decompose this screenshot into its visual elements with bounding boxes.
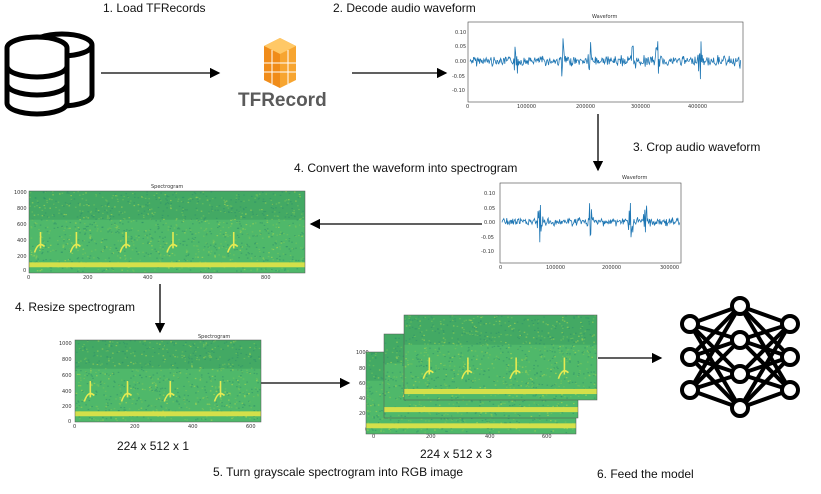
wave2-xtick-2: 200000: [602, 265, 622, 271]
wave1-xtick-0: 0: [466, 104, 470, 110]
dims-gray-label: 224 x 512 x 1: [117, 439, 190, 453]
nn-node: [730, 330, 750, 350]
spectrogram-plot-2: Spectrogram 1000 800 600 400 200 0 0 200…: [56, 330, 266, 430]
wave2-xtick-0: 0: [499, 265, 503, 271]
spec1-ytick-0: 1000: [14, 190, 27, 196]
tfrecord-logo-text: TFRecord: [238, 90, 327, 111]
rgb-ytick-5: 0: [365, 427, 369, 433]
spec2-ytick-4: 200: [62, 404, 72, 410]
wave1-xtick-1: 100000: [517, 104, 537, 110]
wave1-ytick-4: -0.10: [452, 88, 465, 94]
rgb-stack: 1000 800 600 400 200 0 0 200 400 600: [352, 310, 602, 445]
rgb-xtick-1: 200: [426, 434, 436, 440]
wave2-ytick-2: 0.00: [484, 220, 496, 226]
wave2-xtick-1: 100000: [546, 265, 566, 271]
rgb-xtick-0: 0: [372, 434, 376, 440]
rgb-ytick-0: 1000: [356, 350, 369, 356]
spec1-title: Spectrogram: [151, 184, 184, 190]
spec1-ytick-3: 400: [17, 238, 27, 244]
nn-node: [730, 398, 750, 418]
nn-node: [780, 380, 800, 400]
nn-node: [680, 347, 700, 367]
spec2-ytick-2: 600: [62, 373, 72, 379]
wave1-xtick-3: 300000: [631, 104, 651, 110]
wave1-xtick-2: 200000: [576, 104, 596, 110]
wave1-ytick-3: -0.05: [452, 74, 465, 80]
spec1-xtick-1: 200: [83, 275, 93, 281]
step-1-label: 1. Load TFRecords: [103, 1, 206, 15]
spec2-xtick-2: 400: [188, 424, 198, 430]
spec2-ytick-0: 1000: [59, 341, 72, 347]
step-6-label: 6. Feed the model: [597, 467, 694, 481]
spec2-xtick-1: 200: [130, 424, 140, 430]
spec2-ytick-3: 400: [62, 389, 72, 395]
rgb-ytick-2: 600: [359, 381, 369, 387]
spec2-xtick-3: 600: [246, 424, 256, 430]
step-4b-label: 4. Resize spectrogram: [15, 300, 136, 314]
step-4-label: 4. Convert the waveform into spectrogram: [294, 161, 518, 175]
spec1-ytick-5: 0: [23, 268, 27, 274]
spec2-ytick-5: 0: [68, 419, 72, 425]
rgb-ytick-1: 800: [359, 366, 369, 372]
waveform-2-title: Waveform: [622, 175, 648, 181]
wave1-xtick-4: 400000: [688, 104, 708, 110]
wave2-ytick-3: -0.05: [481, 235, 494, 241]
nn-node: [680, 380, 700, 400]
spec1-xtick-4: 800: [261, 275, 271, 281]
nn-node: [780, 347, 800, 367]
wave1-ytick-1: 0.05: [455, 44, 467, 50]
spec1-ytick-2: 600: [17, 222, 27, 228]
wave2-ytick-4: -0.10: [481, 249, 494, 255]
spec1-xtick-2: 400: [143, 275, 153, 281]
spec2-xtick-0: 0: [73, 424, 77, 430]
spec2-title: Spectrogram: [198, 334, 231, 340]
step-5-label: 5. Turn grayscale spectrogram into RGB i…: [213, 465, 464, 479]
wave1-ytick-0: 0.10: [455, 30, 467, 36]
step-2-label: 2. Decode audio waveform: [333, 1, 476, 15]
nn-node: [730, 364, 750, 384]
wave2-xtick-3: 300000: [660, 265, 680, 271]
dims-rgb-label: 224 x 512 x 3: [420, 447, 493, 461]
waveform-1-title: Waveform: [592, 14, 618, 20]
wave2-ytick-1: 0.05: [484, 206, 496, 212]
wave2-ytick-0: 0.10: [484, 191, 496, 197]
step-3-label: 3. Crop audio waveform: [633, 140, 761, 154]
rgb-ytick-3: 400: [359, 396, 369, 402]
spec2-ytick-1: 800: [62, 357, 72, 363]
wave1-ytick-2: 0.00: [455, 59, 467, 65]
waveform-plot-1: Waveform 0.10 0.05 0.00 -0.05 -0.10 0 10…: [444, 14, 754, 114]
spec1-xtick-0: 0: [27, 275, 31, 281]
spec1-xtick-3: 600: [203, 275, 213, 281]
spec1-ytick-4: 200: [17, 254, 27, 260]
nn-node: [730, 296, 750, 316]
waveform-plot-2: Waveform 0.10 0.05 0.00 -0.05 -0.10 0 10…: [480, 175, 690, 275]
rgb-ytick-4: 200: [359, 411, 369, 417]
spec1-ytick-1: 800: [17, 206, 27, 212]
nn-node: [780, 314, 800, 334]
rgb-xtick-2: 400: [485, 434, 495, 440]
nn-node: [680, 314, 700, 334]
spectrogram-plot-1: Spectrogram 1000 800 600 400 200 0 0 200…: [10, 183, 310, 283]
rgb-xtick-3: 600: [542, 434, 552, 440]
